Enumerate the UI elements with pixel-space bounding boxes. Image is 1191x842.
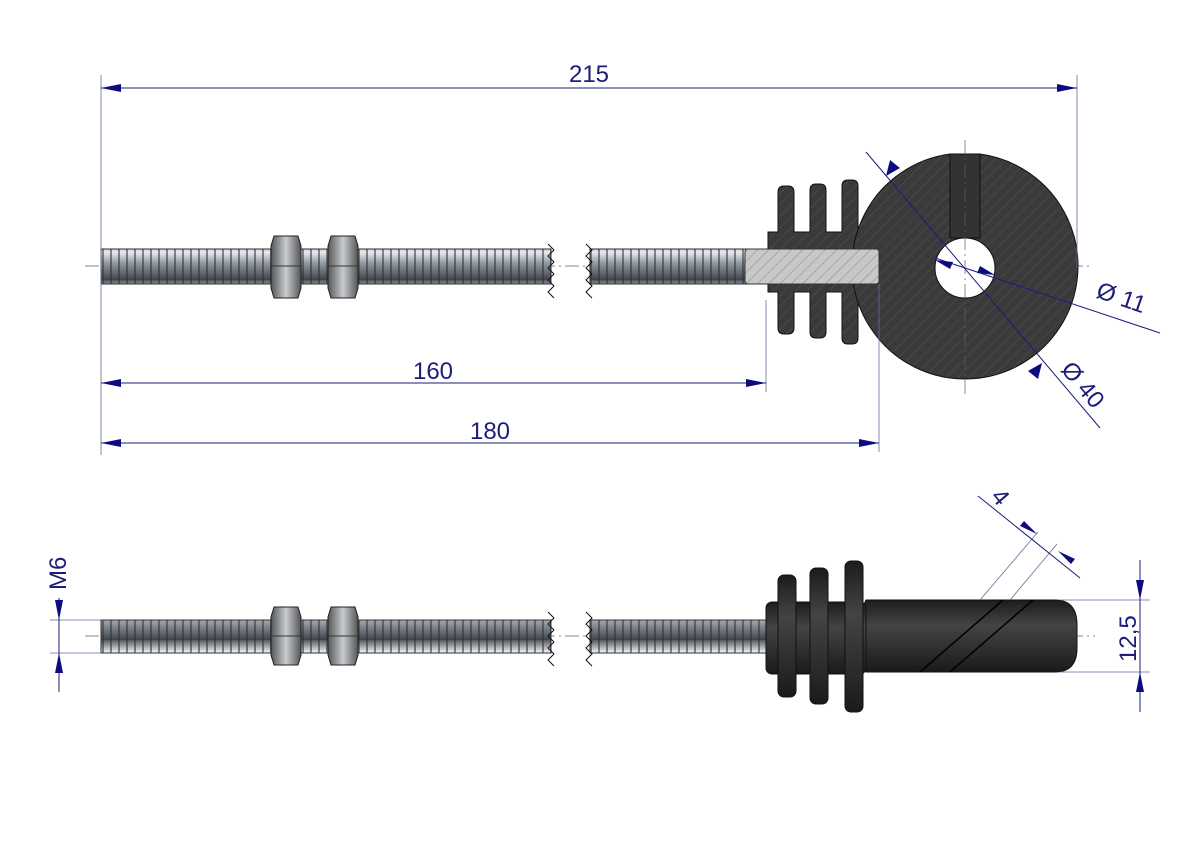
top-view [85, 140, 1090, 395]
wire-slot [919, 599, 1034, 673]
dimension-label: 12,5 [1115, 615, 1142, 662]
break-line [547, 243, 593, 299]
side-view [85, 560, 1095, 713]
dimension-m6: M6 [45, 557, 101, 692]
rod-section [744, 248, 880, 285]
hex-nut [270, 606, 302, 666]
threaded-rod [589, 248, 751, 285]
dimension-label: 160 [413, 358, 453, 385]
insulator-section [744, 153, 1079, 380]
dimension-slot-4: 4 [977, 484, 1081, 601]
threaded-rod [589, 619, 771, 654]
break-line [547, 611, 593, 667]
insulator-body [765, 560, 1078, 713]
threaded-rod [100, 619, 552, 654]
dimension-160: 160 [101, 300, 767, 392]
hex-nut [327, 235, 359, 299]
dimension-label: Ø 11 [1093, 277, 1149, 319]
hex-nut [270, 235, 302, 299]
dimension-label: M6 [45, 557, 72, 590]
dimension-label: 215 [569, 61, 609, 88]
hex-nut [327, 606, 359, 666]
dimension-215: 215 [100, 61, 1078, 455]
dimension-12-5: 12,5 [1060, 560, 1150, 712]
threaded-rod [100, 248, 552, 285]
dimension-180: 180 [101, 284, 880, 452]
dimension-label: 180 [470, 418, 510, 445]
dimension-label: 4 [985, 484, 1014, 512]
